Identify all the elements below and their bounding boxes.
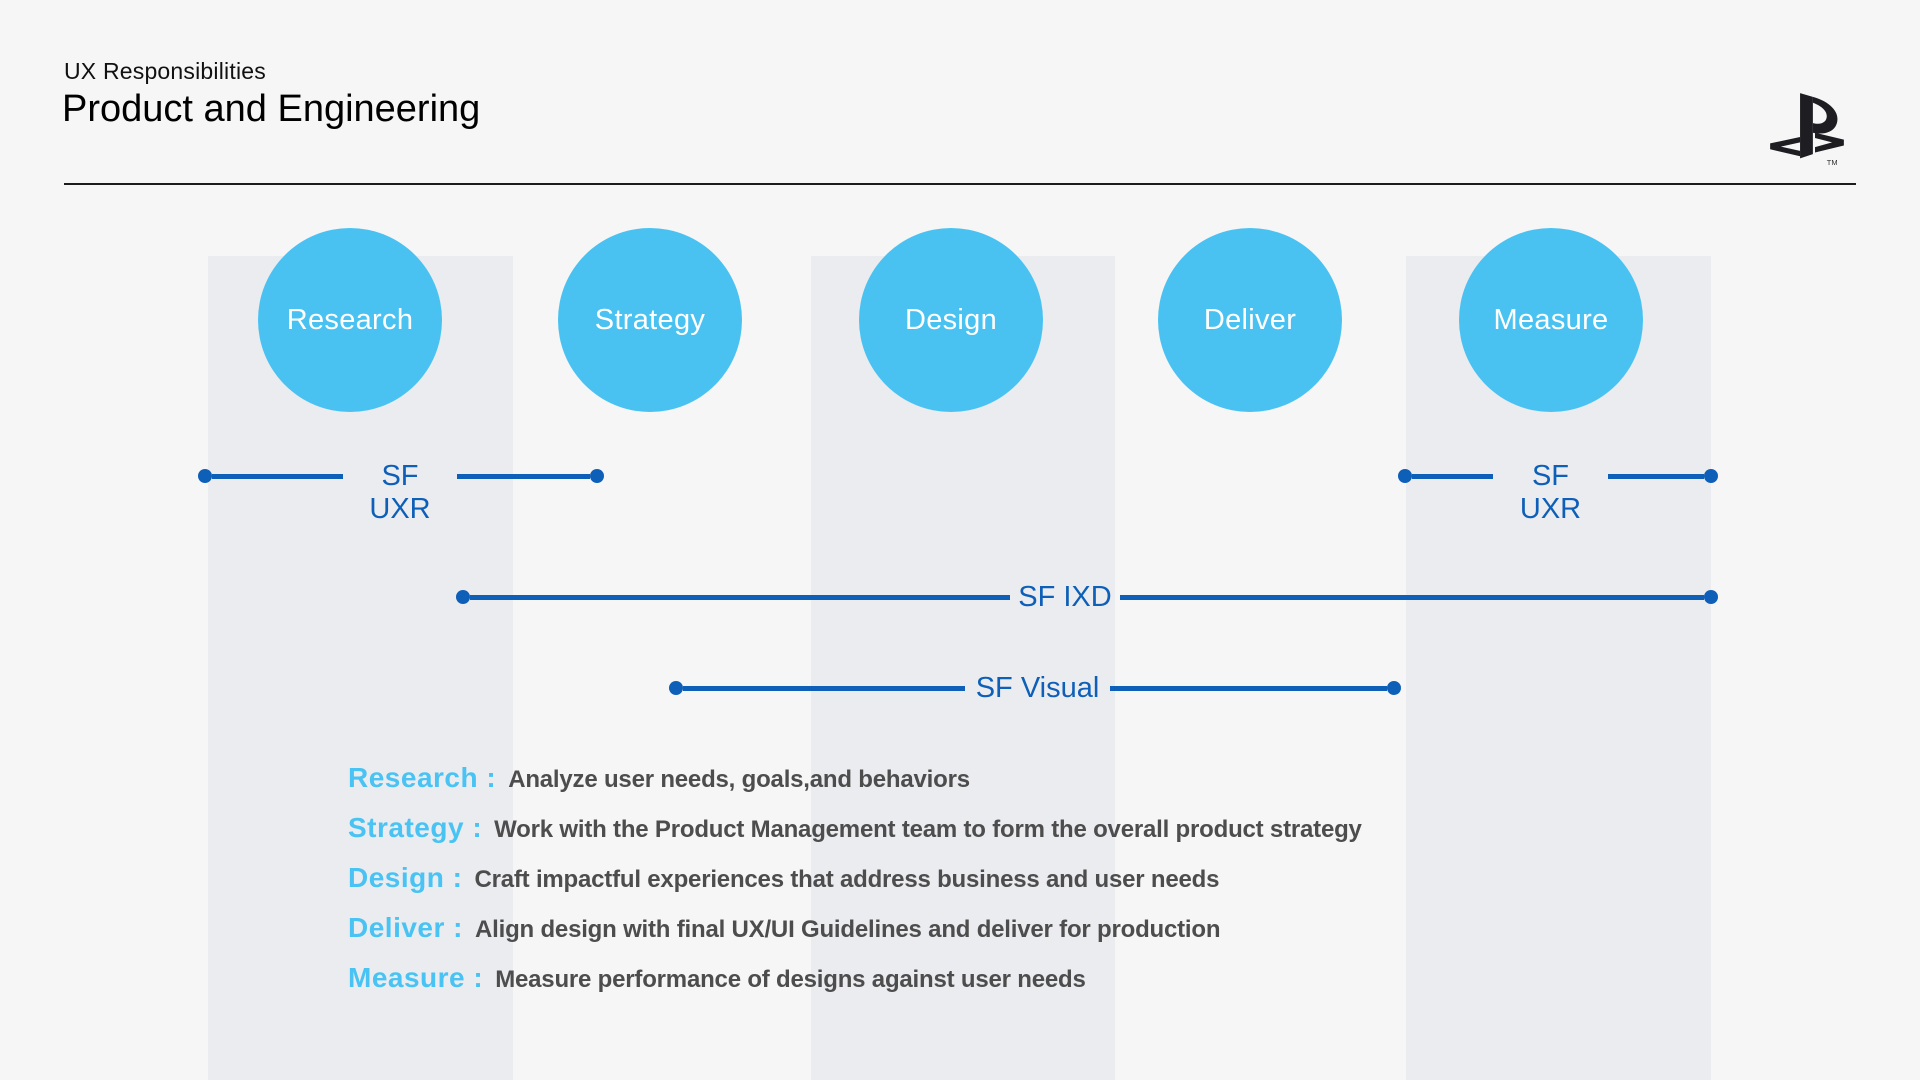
legend-term: Design : [348, 862, 463, 893]
eyebrow-label: UX Responsibilities [64, 58, 266, 84]
timeline-segment [1120, 594, 1704, 600]
phase-label: Research [286, 303, 414, 336]
timeline-label: SF Visual [975, 672, 1100, 704]
legend-term: Research : [348, 762, 497, 793]
phase-label: Design [904, 303, 998, 336]
page-title: Product and Engineering [62, 88, 481, 130]
phase-circle-research: Research [258, 228, 442, 412]
legend-term: Measure : [348, 962, 484, 993]
legend-description: Analyze user needs, goals,and behaviors [508, 766, 970, 793]
timeline-label-line2: UXR [1519, 493, 1582, 525]
legend-row-design: Design : Craft impactful experiences tha… [348, 862, 1362, 912]
legend-row-research: Research : Analyze user needs, goals,and… [348, 762, 1362, 812]
timeline-label-line1: SF [381, 460, 419, 492]
timeline-dot [1704, 469, 1718, 483]
timeline-dot [590, 469, 604, 483]
playstation-logo-icon: TM [1770, 93, 1844, 167]
timeline-segment [683, 685, 965, 691]
phase-circle-strategy: Strategy [558, 228, 742, 412]
header-divider [64, 183, 1856, 185]
legend: Research : Analyze user needs, goals,and… [348, 762, 1362, 1012]
timeline-segment [1608, 473, 1704, 479]
legend-description: Craft impactful experiences that address… [474, 866, 1220, 893]
timeline-segment [457, 473, 590, 479]
timeline-dot [1398, 469, 1412, 483]
legend-row-deliver: Deliver : Align design with final UX/UI … [348, 912, 1362, 962]
legend-description: Align design with final UX/UI Guidelines… [475, 916, 1221, 943]
legend-row-strategy: Strategy : Work with the Product Managem… [348, 812, 1362, 862]
phase-label: Measure [1493, 303, 1609, 336]
timeline-segment [1412, 473, 1493, 479]
timeline-sf-uxr-right: SF UXR [1398, 459, 1718, 525]
timeline-dot [456, 590, 470, 604]
legend-description: Measure performance of designs against u… [495, 966, 1086, 993]
timeline-segment [1110, 685, 1387, 691]
phase-circle-deliver: Deliver [1158, 228, 1342, 412]
phase-label: Strategy [594, 303, 706, 336]
timeline-dot [669, 681, 683, 695]
phase-label: Deliver [1203, 303, 1297, 336]
timeline-sf-ixd: SF IXD [456, 580, 1718, 614]
timeline-dot [1387, 681, 1401, 695]
timeline-dot [1704, 590, 1718, 604]
timeline-segment [212, 473, 343, 479]
timeline-sf-uxr-left: SF UXR [198, 459, 604, 525]
legend-term: Strategy : [348, 812, 483, 843]
phase-circle-design: Design [859, 228, 1043, 412]
timeline-label-line1: SF [1531, 460, 1570, 492]
timeline-label-line2: UXR [369, 493, 431, 525]
timeline-label: SF UXR [343, 460, 457, 526]
timeline-label: SF UXR [1493, 460, 1608, 526]
trademark-label: TM [1827, 158, 1838, 167]
legend-row-measure: Measure : Measure performance of designs… [348, 962, 1362, 1012]
timeline-sf-visual: SF Visual [669, 671, 1401, 705]
timeline-segment [470, 594, 1010, 600]
timeline-dot [198, 469, 212, 483]
timeline-label: SF IXD [1018, 581, 1112, 613]
legend-description: Work with the Product Management team to… [494, 816, 1362, 843]
phase-circle-measure: Measure [1459, 228, 1643, 412]
legend-term: Deliver : [348, 912, 463, 943]
